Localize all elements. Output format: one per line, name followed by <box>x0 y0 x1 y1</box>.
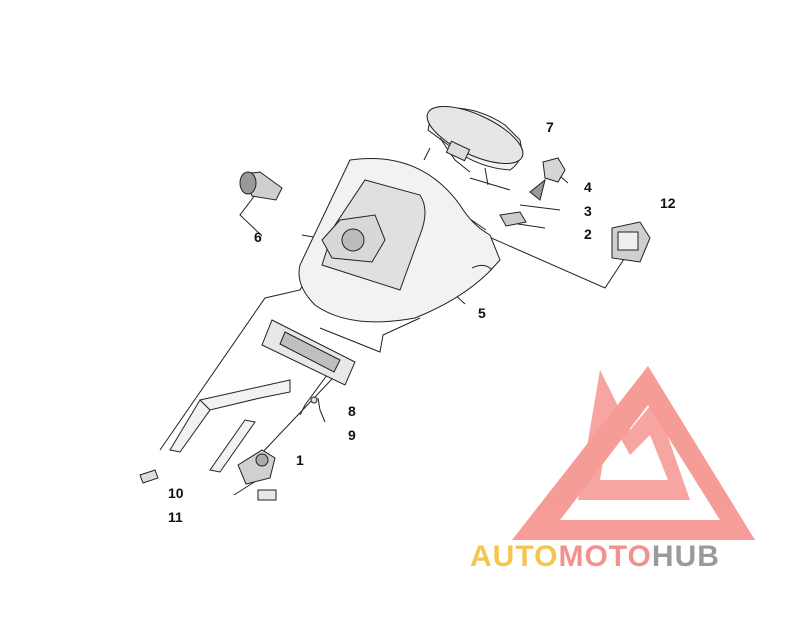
callout-6: 6 <box>254 229 262 245</box>
callout-9: 9 <box>348 427 356 443</box>
callout-5: 5 <box>478 305 486 321</box>
callout-8: 8 <box>348 403 356 419</box>
bracket-part <box>169 379 291 473</box>
clip-part <box>310 396 318 404</box>
callout-3: 3 <box>584 203 592 219</box>
key-part <box>499 157 566 227</box>
callout-7: 7 <box>546 119 554 135</box>
callout-2: 2 <box>584 226 592 242</box>
watermark-logo <box>512 366 755 540</box>
watermark-moto: MOTO <box>558 540 652 573</box>
ignition-part <box>237 449 277 501</box>
rivet-part <box>139 469 159 484</box>
gauge-part <box>423 106 524 186</box>
callout-11: 11 <box>168 509 183 525</box>
callout-12: 12 <box>660 195 676 211</box>
housing-part <box>298 157 501 323</box>
callout-4: 4 <box>584 179 592 195</box>
watermark-auto: AUTO <box>470 540 559 573</box>
watermark-hub: HUB <box>651 540 720 573</box>
watermark-text: AUTOMOTOHUB <box>470 540 720 574</box>
callout-10: 10 <box>168 485 184 501</box>
switch-part <box>611 221 651 263</box>
bezel-part <box>261 319 356 386</box>
socket-part <box>239 171 283 201</box>
callout-1: 1 <box>296 452 304 468</box>
